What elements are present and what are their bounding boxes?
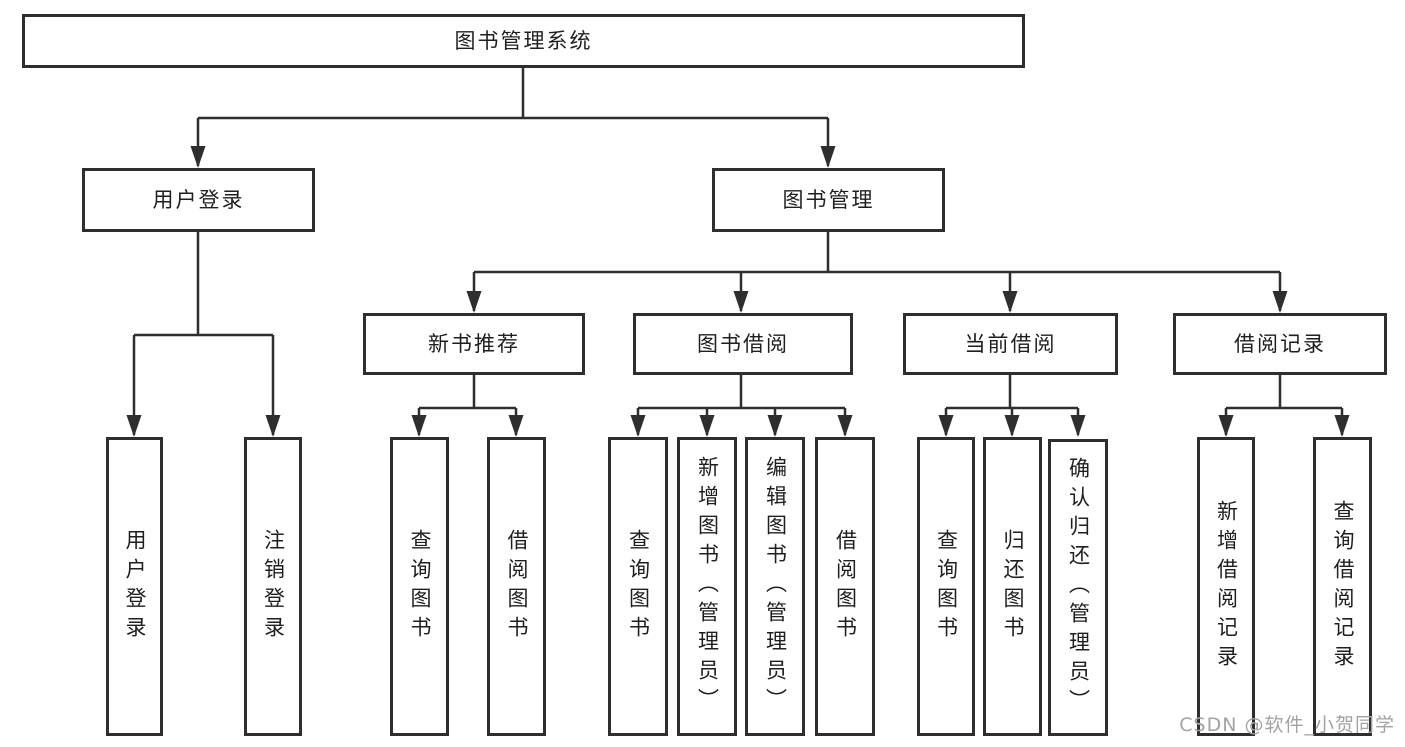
node-label: 当前借阅: [964, 331, 1057, 356]
node-label: 新增借阅记录: [1214, 499, 1239, 674]
leaf-borrow-books-recommend: 借阅图书: [487, 437, 546, 736]
edge-records-to-leaves: [1224, 375, 1344, 435]
node-label: 图书借阅: [697, 331, 789, 356]
node-label: 借阅图书: [833, 528, 858, 645]
node-book-management: 图书管理: [712, 168, 945, 232]
leaf-add-borrow-record: 新增借阅记录: [1197, 437, 1255, 736]
node-library-system: 图书管理系统: [22, 14, 1025, 68]
node-label: 确认归还（管理员）: [1066, 457, 1091, 718]
node-label: 借阅记录: [1234, 331, 1326, 356]
leaf-logout: 注销登录: [244, 437, 302, 736]
node-label: 编辑图书（管理员）: [763, 456, 788, 717]
node-label: 借阅图书: [505, 528, 529, 645]
edge-userlogin-to-leaves: [132, 232, 275, 435]
node-user-login: 用户登录: [82, 168, 315, 232]
node-borrowing-records: 借阅记录: [1173, 313, 1387, 375]
node-label: 新增图书（管理员）: [695, 456, 720, 717]
edge-current-to-leaves: [944, 375, 1080, 435]
node-label: 查询图书: [626, 528, 651, 645]
leaf-query-borrow-record: 查询借阅记录: [1313, 437, 1372, 736]
node-label: 图书管理系统: [454, 28, 593, 53]
leaf-return-books: 归还图书: [983, 437, 1042, 736]
leaf-query-books-borrow: 查询图书: [608, 437, 668, 736]
leaf-query-books-recommend: 查询图书: [390, 437, 449, 736]
node-label: 注销登录: [261, 528, 286, 645]
csdn-watermark: CSDN @软件_小贺同学: [1179, 714, 1395, 736]
node-label: 用户登录: [123, 528, 147, 645]
node-label: 查询借阅记录: [1331, 499, 1355, 674]
edge-borrow-to-leaves: [636, 375, 847, 435]
leaf-confirm-return-admin: 确认归还（管理员）: [1048, 439, 1108, 736]
edge-newbook-to-leaves: [417, 375, 518, 435]
leaf-user-login: 用户登录: [106, 437, 163, 736]
leaf-edit-books-admin: 编辑图书（管理员）: [745, 437, 805, 736]
leaf-query-books-current: 查询图书: [917, 437, 975, 736]
node-label: 归还图书: [1001, 528, 1025, 645]
leaf-borrow-books: 借阅图书: [815, 437, 875, 736]
edge-bookmgmt-to-sections: [472, 232, 1282, 311]
edge-root-to-level2: [196, 68, 830, 166]
node-label: 查询图书: [934, 528, 959, 645]
node-book-borrowing: 图书借阅: [633, 313, 853, 375]
node-label: 图书管理: [782, 187, 875, 212]
node-label: 新书推荐: [428, 331, 520, 356]
node-label: 用户登录: [152, 187, 245, 212]
node-label: 查询图书: [408, 528, 432, 645]
node-current-borrowing: 当前借阅: [903, 313, 1118, 375]
node-new-book-recommend: 新书推荐: [363, 313, 585, 375]
leaf-add-books-admin: 新增图书（管理员）: [677, 437, 737, 736]
